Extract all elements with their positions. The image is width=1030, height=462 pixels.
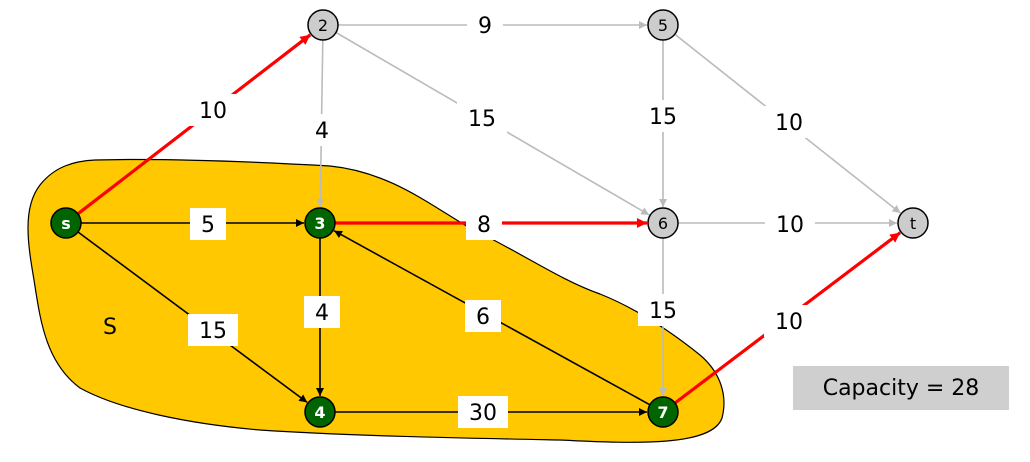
edge-label-7-3: 6 bbox=[476, 305, 490, 330]
edge-label-bg-2-6 bbox=[457, 102, 507, 134]
node-circle-7 bbox=[647, 396, 679, 428]
edge-label-bg-7-t bbox=[764, 305, 814, 337]
edge-label-s-2: 10 bbox=[199, 99, 227, 124]
node-7: 7 bbox=[647, 396, 679, 428]
edge-label-2-3: 4 bbox=[315, 119, 329, 144]
edge-label-7-t: 10 bbox=[775, 310, 803, 335]
edge-label-bg-2-3 bbox=[304, 114, 340, 146]
edge-label-bg-s-2 bbox=[188, 94, 238, 126]
node-circle-4 bbox=[304, 396, 336, 428]
node-label-4: 4 bbox=[314, 403, 325, 422]
node-6: 6 bbox=[647, 207, 679, 239]
edge-label-bg-s-4 bbox=[188, 314, 238, 346]
node-t: t bbox=[897, 207, 929, 239]
edge-label-5-6: 15 bbox=[649, 105, 677, 130]
node-label-7: 7 bbox=[657, 403, 668, 422]
edge-label-s-3: 5 bbox=[201, 213, 215, 238]
edge-label-bg-4-7 bbox=[458, 396, 508, 428]
node-s: s bbox=[50, 207, 82, 239]
set-s-label: S bbox=[103, 315, 117, 340]
edge-label-bg-2-5 bbox=[467, 9, 503, 41]
node-3: 3 bbox=[304, 207, 336, 239]
node-label-2: 2 bbox=[318, 16, 328, 35]
edge-label-5-t: 10 bbox=[775, 111, 803, 136]
edge-label-s-4: 15 bbox=[199, 319, 227, 344]
edge-label-bg-6-7 bbox=[638, 294, 688, 326]
node-circle-6 bbox=[647, 207, 679, 239]
edge-labels-layer: 10 5 15 9 4 15 8 4 15 10 10 15 30 6 10 bbox=[188, 9, 815, 428]
edge-label-bg-7-3 bbox=[465, 300, 501, 332]
node-label-t: t bbox=[910, 214, 916, 233]
edge-label-bg-s-3 bbox=[190, 208, 226, 240]
nodes-layer: s 2 3 4 5 6 7 t bbox=[50, 9, 929, 428]
edge-label-2-5: 9 bbox=[478, 14, 492, 39]
edge-label-2-6: 15 bbox=[468, 107, 496, 132]
edge-label-bg-3-6 bbox=[466, 208, 502, 240]
node-2: 2 bbox=[307, 9, 339, 41]
capacity-box: Capacity = 28 bbox=[793, 366, 1009, 410]
edge-label-6-7: 15 bbox=[649, 299, 677, 324]
edge-label-bg-6-t bbox=[765, 208, 815, 240]
edge-label-3-4: 4 bbox=[315, 301, 329, 326]
edge-label-6-t: 10 bbox=[776, 213, 804, 238]
cut-region-blob bbox=[27, 158, 725, 443]
node-5: 5 bbox=[647, 9, 679, 41]
node-circle-5 bbox=[647, 9, 679, 41]
edge-label-bg-5-6 bbox=[638, 100, 688, 132]
edge-label-bg-3-4 bbox=[304, 296, 340, 328]
node-circle-2 bbox=[307, 9, 339, 41]
node-label-3: 3 bbox=[314, 214, 325, 233]
node-circle-s bbox=[50, 207, 82, 239]
node-label-6: 6 bbox=[658, 214, 668, 233]
node-label-5: 5 bbox=[658, 16, 668, 35]
capacity-text: Capacity = 28 bbox=[822, 375, 980, 401]
node-4: 4 bbox=[304, 396, 336, 428]
node-circle-3 bbox=[304, 207, 336, 239]
node-label-s: s bbox=[61, 214, 71, 233]
node-circle-t bbox=[897, 207, 929, 239]
edge-label-bg-5-t bbox=[764, 106, 814, 138]
edge-label-3-6: 8 bbox=[477, 213, 491, 238]
edge-label-4-7: 30 bbox=[469, 401, 497, 426]
